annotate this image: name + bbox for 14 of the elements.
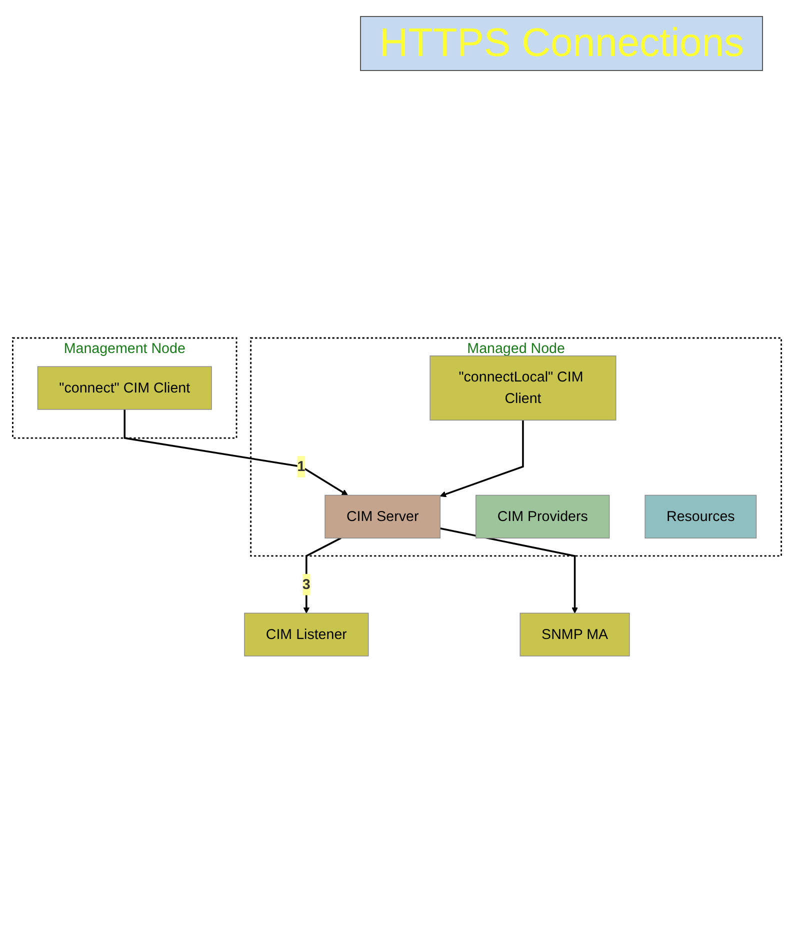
node-box: Resources (644, 494, 756, 538)
arrow (439, 528, 578, 614)
node-box: CIM Providers (475, 494, 610, 538)
edge-label: 3 (302, 576, 310, 592)
title: HTTPS Connections (360, 16, 763, 71)
node-box: SNMP MA (519, 612, 630, 656)
edge-label: 1 (296, 458, 305, 474)
node-box: "connectLocal" CIM Client (429, 356, 616, 421)
node-box: CIM Listener (244, 612, 368, 656)
node-box: "connect" CIM Client (36, 366, 212, 410)
arrow (123, 409, 348, 496)
node-box: CIM Server (324, 494, 440, 538)
arrow (302, 537, 341, 614)
arrow (439, 420, 524, 498)
